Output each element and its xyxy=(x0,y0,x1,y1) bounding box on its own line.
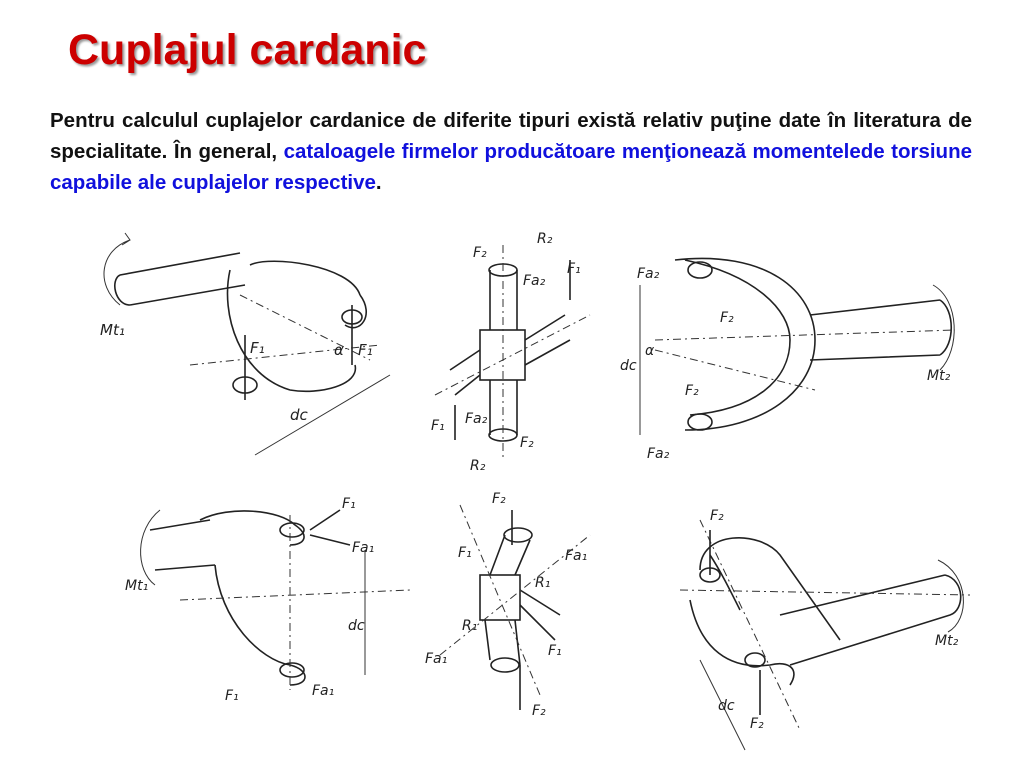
label-r1-b: R₁ xyxy=(462,618,477,634)
label-dc: dc xyxy=(718,698,735,714)
shaft xyxy=(114,252,246,306)
force-arrow xyxy=(309,509,341,531)
axis xyxy=(654,329,956,341)
label-f1-b: F₁ xyxy=(548,643,562,659)
label-f1: F₁ xyxy=(250,339,265,357)
central-block xyxy=(479,574,521,621)
label-f1-b: F₁ xyxy=(431,418,445,434)
label-dc: dc xyxy=(348,618,365,634)
label-fa2: Fa₂ xyxy=(523,273,546,289)
body-text-end: . xyxy=(375,171,382,194)
label-mt: Mt₂ xyxy=(935,633,959,649)
axis-2 xyxy=(439,534,591,656)
label-dc: dc xyxy=(620,358,637,374)
vertical-pin xyxy=(489,270,518,435)
label-fa1-b: Fa₁ xyxy=(425,651,447,667)
label-mt: Mt₁ xyxy=(100,321,125,339)
shaft xyxy=(809,299,952,361)
figure-cross-top-middle: F₂ R₂ F₁ Fa₂ F₁ Fa₂ F₂ R₂ xyxy=(431,231,591,474)
label-f1-b: F₁ xyxy=(358,341,373,359)
axis-2 xyxy=(699,519,801,731)
label-f1: F₁ xyxy=(342,496,356,512)
upper-pin xyxy=(489,534,531,576)
label-fa1-b: Fa₁ xyxy=(312,683,334,699)
label-f2-b: F₂ xyxy=(520,435,534,451)
label-mt: Mt₂ xyxy=(927,368,951,384)
label-f2: F₂ xyxy=(710,508,724,524)
dimension-line xyxy=(254,374,391,456)
force-arrow-2 xyxy=(309,534,351,546)
label-f2-b: F₂ xyxy=(750,716,764,732)
label-alpha: α xyxy=(645,343,655,359)
body-text-highlight: cataloagele firmelor producătoare menţio… xyxy=(50,140,972,194)
figure-fork-bottom-left: F₁ Fa₁ Mt₁ dc F₁ Fa₁ xyxy=(125,496,411,704)
pin-hole xyxy=(279,522,305,538)
label-f1: F₁ xyxy=(567,261,581,277)
label-fa2: Fa₂ xyxy=(637,266,660,282)
fork-arm xyxy=(226,260,367,393)
label-f2: F₂ xyxy=(720,310,734,326)
axis xyxy=(459,504,541,696)
figure-fork-top-left: Mt₁ F₁ F₁ α dc xyxy=(100,232,391,456)
pin-hole-2 xyxy=(744,652,766,668)
pin-hole-2 xyxy=(279,662,305,678)
label-alpha: α xyxy=(334,341,344,359)
shaft xyxy=(779,574,962,666)
rotation-arrow-icon xyxy=(932,284,955,371)
pin-end-top xyxy=(503,527,533,543)
label-r2-b: R₂ xyxy=(470,458,486,474)
label-fa1: Fa₁ xyxy=(352,540,374,556)
axis-2 xyxy=(654,349,816,391)
fork-arm xyxy=(674,257,816,431)
label-f1-b: F₁ xyxy=(225,688,239,704)
axis-2 xyxy=(239,294,371,361)
axis xyxy=(179,589,411,601)
label-r2: R₂ xyxy=(537,231,553,247)
shaft xyxy=(149,519,216,571)
axis xyxy=(189,344,381,366)
slide-title: Cuplajul cardanic xyxy=(68,26,427,74)
figure-cross-bottom-middle: F₂ F₁ Fa₁ R₁ R₁ Fa₁ F₁ F₂ xyxy=(425,491,591,719)
dimension-line xyxy=(699,659,746,751)
body-paragraph: Pentru calculul cuplajelor cardanice de … xyxy=(50,105,972,198)
label-dc: dc xyxy=(290,406,309,424)
label-fa2-b: Fa₂ xyxy=(465,411,488,427)
axis xyxy=(680,589,971,596)
label-r1: R₁ xyxy=(535,575,550,591)
label-fa1: Fa₁ xyxy=(565,548,587,564)
label-f2: F₂ xyxy=(492,491,506,507)
axis-2 xyxy=(434,314,591,396)
rotation-arrow-icon xyxy=(103,232,131,306)
pin-end-bottom xyxy=(490,657,520,673)
label-f2-b: F₂ xyxy=(685,383,699,399)
rotation-arrow-icon xyxy=(937,559,964,633)
pin-hole xyxy=(687,261,713,279)
label-f2-b: F₂ xyxy=(532,703,546,719)
label-f1: F₁ xyxy=(458,545,472,561)
horizontal-pin xyxy=(449,314,571,396)
label-f2: F₂ xyxy=(473,245,487,261)
pin-hole-2 xyxy=(687,413,713,431)
rotation-arrow-icon xyxy=(140,509,161,586)
figure-fork-bottom-right: F₂ Mt₂ dc F₂ xyxy=(680,508,971,751)
figure-fork-top-right: Fa₂ F₂ α dc F₂ Fa₂ Mt₂ xyxy=(620,257,956,462)
body-text: Pentru calculul cuplajelor cardanice de … xyxy=(50,109,972,163)
label-mt: Mt₁ xyxy=(125,578,148,594)
fork-arm xyxy=(689,537,841,686)
fork-arm xyxy=(199,510,306,686)
label-fa2-b: Fa₂ xyxy=(647,446,670,462)
